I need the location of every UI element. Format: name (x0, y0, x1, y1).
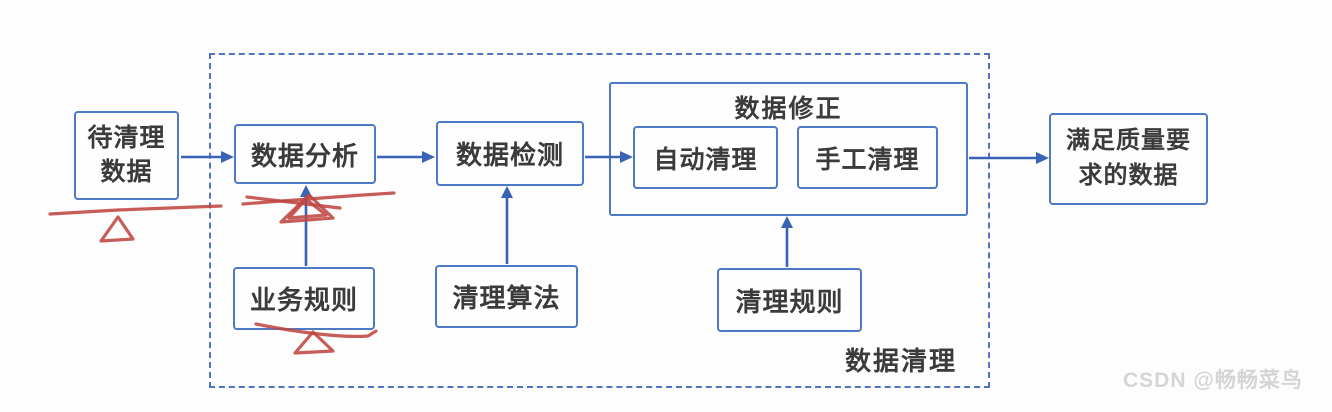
red-annotation-pending (48, 204, 223, 243)
data-cleaning-group-border (209, 53, 990, 388)
data-cleaning-group-label: 数据清理 (845, 347, 958, 376)
node-data-analysis: 数据分析 (234, 124, 376, 184)
node-cleaning-algorithm: 清理算法 (435, 265, 578, 328)
node-manual-cleaning: 手工清理 (797, 126, 938, 189)
node-pending-data: 待清理 数据 (74, 111, 179, 200)
node-qualified-data: 满足质量要 求的数据 (1049, 113, 1208, 205)
node-auto-cleaning: 自动清理 (633, 126, 778, 189)
data-correction-group-label: 数据修正 (734, 96, 843, 123)
node-business-rules: 业务规则 (233, 267, 375, 330)
node-data-detection: 数据检测 (436, 121, 584, 186)
csdn-watermark: CSDN @畅畅菜鸟 (1123, 369, 1303, 392)
node-cleaning-rules: 清理规则 (717, 268, 862, 332)
